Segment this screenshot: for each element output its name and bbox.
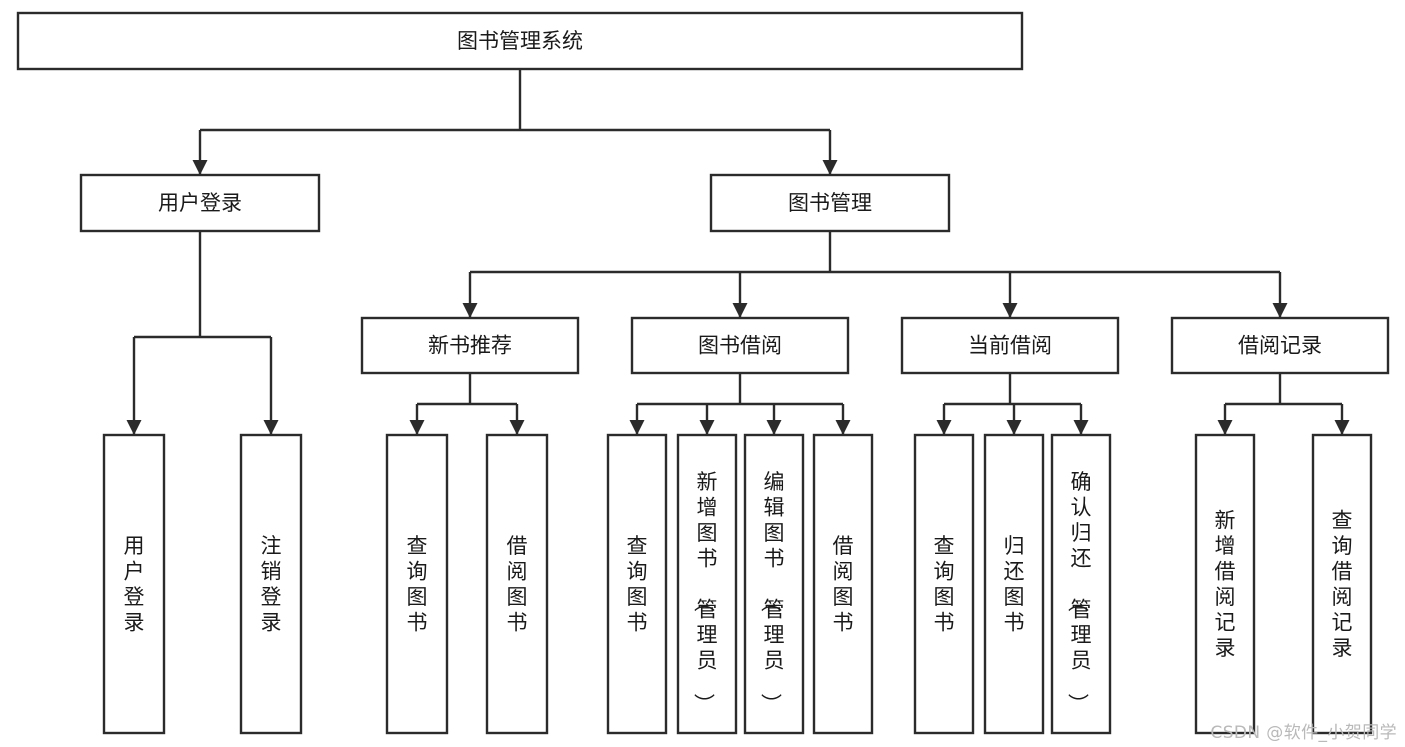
node-leaf-return-book[interactable]: 归还图书 [983, 433, 1045, 735]
arrow-head-icon [409, 420, 425, 435]
node-leaf-query-book-3[interactable]: 查询图书 [913, 433, 975, 735]
arrow-head-icon [1217, 420, 1233, 435]
node-box-leaf-query-book-1 [385, 433, 449, 735]
node-leaf-query-record[interactable]: 查询借阅记录 [1311, 433, 1373, 735]
node-box-leaf-return-book [983, 433, 1045, 735]
node-label-leaf-borrow-book-2: 借阅图书 [833, 534, 854, 635]
arrow-head-icon [1073, 420, 1089, 435]
node-box-leaf-add-book [676, 433, 738, 735]
watermark-text: CSDN @软件_小贺同学 [1210, 723, 1397, 743]
arrow-head-icon [1334, 420, 1350, 435]
node-label-bookmgmt: 图书管理 [788, 191, 872, 215]
arrow-head-icon [509, 420, 525, 435]
node-label-borrow: 图书借阅 [698, 334, 782, 358]
node-root[interactable]: 图书管理系统 [16, 11, 1024, 71]
node-label-leaf-user-logout: 注销登录 [261, 534, 282, 635]
node-label-login: 用户登录 [158, 191, 242, 215]
arrow-head-icon [766, 420, 782, 435]
node-label-leaf-borrow-book-1: 借阅图书 [507, 534, 528, 635]
arrow-head-icon [835, 420, 851, 435]
diagram-nodes-layer: 图书管理系统用户登录图书管理新书推荐图书借阅当前借阅借阅记录用户登录注销登录查询… [16, 11, 1390, 735]
node-box-leaf-query-book-3 [913, 433, 975, 735]
node-box-records [1170, 316, 1390, 375]
node-box-leaf-user-login [102, 433, 166, 735]
node-label-leaf-edit-book: 编辑图书（管理员） [759, 470, 785, 714]
arrow-head-icon [1272, 303, 1288, 318]
node-leaf-query-book-2[interactable]: 查询图书 [606, 433, 668, 735]
node-borrow[interactable]: 图书借阅 [630, 316, 850, 375]
node-label-leaf-return-book: 归还图书 [1004, 534, 1025, 635]
node-box-leaf-borrow-book-1 [485, 433, 549, 735]
connector-lines-layer [126, 69, 1350, 435]
node-box-login [79, 173, 321, 233]
node-label-leaf-add-book: 新增图书（管理员） [692, 470, 718, 714]
arrow-head-icon [192, 160, 208, 175]
node-label-leaf-add-record: 新增借阅记录 [1215, 508, 1236, 660]
node-bookmgmt[interactable]: 图书管理 [709, 173, 951, 233]
arrow-head-icon [699, 420, 715, 435]
node-leaf-user-logout[interactable]: 注销登录 [239, 433, 303, 735]
node-newbook[interactable]: 新书推荐 [360, 316, 580, 375]
node-label-leaf-confirm-return: 确认归还（管理员） [1066, 470, 1092, 714]
node-box-bookmgmt [709, 173, 951, 233]
node-leaf-borrow-book-1[interactable]: 借阅图书 [485, 433, 549, 735]
node-box-borrow [630, 316, 850, 375]
arrow-head-icon [1006, 420, 1022, 435]
node-box-leaf-user-logout [239, 433, 303, 735]
arrow-head-icon [1002, 303, 1018, 318]
arrow-head-icon [263, 420, 279, 435]
node-label-current: 当前借阅 [968, 334, 1052, 358]
node-box-leaf-query-book-2 [606, 433, 668, 735]
arrow-head-icon [822, 160, 838, 175]
node-label-records: 借阅记录 [1238, 334, 1322, 358]
node-box-current [900, 316, 1120, 375]
node-label-root: 图书管理系统 [457, 29, 583, 53]
node-leaf-confirm-return[interactable]: 确认归还（管理员） [1050, 433, 1112, 735]
arrow-head-icon [126, 420, 142, 435]
node-box-leaf-edit-book [743, 433, 805, 735]
node-box-leaf-add-record [1194, 433, 1256, 735]
node-leaf-query-book-1[interactable]: 查询图书 [385, 433, 449, 735]
arrow-head-icon [732, 303, 748, 318]
node-box-root [16, 11, 1024, 71]
node-current[interactable]: 当前借阅 [900, 316, 1120, 375]
node-box-leaf-query-record [1311, 433, 1373, 735]
node-records[interactable]: 借阅记录 [1170, 316, 1390, 375]
arrow-head-icon [462, 303, 478, 318]
node-leaf-edit-book[interactable]: 编辑图书（管理员） [743, 433, 805, 735]
node-login[interactable]: 用户登录 [79, 173, 321, 233]
node-label-leaf-query-record: 查询借阅记录 [1332, 508, 1353, 660]
node-leaf-borrow-book-2[interactable]: 借阅图书 [812, 433, 874, 735]
node-leaf-add-record[interactable]: 新增借阅记录 [1194, 433, 1256, 735]
node-label-newbook: 新书推荐 [428, 334, 512, 358]
arrow-head-icon [936, 420, 952, 435]
node-label-leaf-query-book-2: 查询图书 [627, 534, 648, 635]
node-box-leaf-confirm-return [1050, 433, 1112, 735]
node-box-leaf-borrow-book-2 [812, 433, 874, 735]
node-leaf-add-book[interactable]: 新增图书（管理员） [676, 433, 738, 735]
node-leaf-user-login[interactable]: 用户登录 [102, 433, 166, 735]
arrow-head-icon [629, 420, 645, 435]
node-label-leaf-user-login: 用户登录 [124, 534, 145, 635]
node-label-leaf-query-book-3: 查询图书 [934, 534, 955, 635]
node-box-newbook [360, 316, 580, 375]
node-label-leaf-query-book-1: 查询图书 [407, 534, 428, 635]
